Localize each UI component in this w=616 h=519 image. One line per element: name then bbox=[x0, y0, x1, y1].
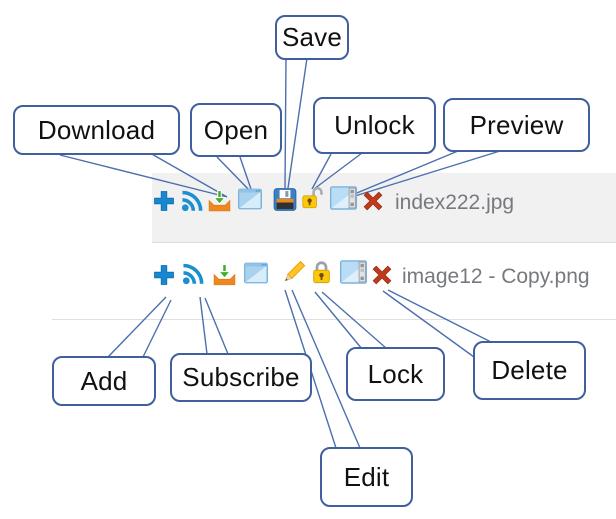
add-icon[interactable] bbox=[152, 189, 176, 213]
callout-add: Add bbox=[52, 356, 156, 406]
callout-lock: Lock bbox=[346, 347, 445, 401]
preview-icon[interactable] bbox=[338, 258, 369, 286]
open-icon[interactable] bbox=[242, 260, 270, 286]
preview-icon[interactable] bbox=[328, 184, 359, 212]
callout-delete-label: Delete bbox=[491, 355, 568, 385]
callout-download: Download bbox=[13, 105, 180, 155]
callout-open-label: Open bbox=[203, 114, 269, 145]
callout-lock-label: Lock bbox=[367, 358, 424, 389]
callout-edit: Edit bbox=[320, 447, 413, 507]
callout-unlock: Unlock bbox=[313, 97, 436, 154]
callout-download-label: Download bbox=[37, 114, 156, 145]
save-icon[interactable] bbox=[272, 186, 298, 213]
callout-unlock-label: Unlock bbox=[334, 110, 415, 140]
subscribe-rss-icon[interactable] bbox=[179, 188, 205, 214]
subscribe-rss-icon[interactable] bbox=[180, 261, 206, 287]
callout-add-label: Add bbox=[80, 365, 128, 396]
lock-icon[interactable] bbox=[308, 258, 335, 287]
callout-save: Save bbox=[275, 15, 349, 60]
callout-subscribe: Subscribe bbox=[170, 353, 312, 402]
add-icon[interactable] bbox=[152, 263, 176, 287]
callout-preview: Preview bbox=[443, 98, 590, 152]
callout-preview-label: Preview bbox=[469, 109, 564, 140]
callout-delete: Delete bbox=[473, 341, 586, 400]
callout-subscribe-label: Subscribe bbox=[182, 362, 300, 392]
unlock-icon[interactable] bbox=[299, 184, 325, 212]
edit-pencil-icon[interactable] bbox=[279, 259, 307, 287]
callout-save-label: Save bbox=[281, 22, 343, 52]
delete-icon[interactable] bbox=[360, 189, 386, 213]
file-name[interactable]: image12 - Copy.png bbox=[402, 265, 590, 288]
delete-icon[interactable] bbox=[369, 263, 395, 287]
download-icon[interactable] bbox=[206, 189, 233, 214]
callout-open: Open bbox=[190, 103, 282, 157]
callout-edit-label: Edit bbox=[343, 461, 390, 492]
open-icon[interactable] bbox=[236, 186, 264, 212]
download-icon[interactable] bbox=[211, 263, 238, 288]
file-name[interactable]: index222.jpg bbox=[395, 191, 515, 214]
row-separator bbox=[52, 319, 616, 320]
